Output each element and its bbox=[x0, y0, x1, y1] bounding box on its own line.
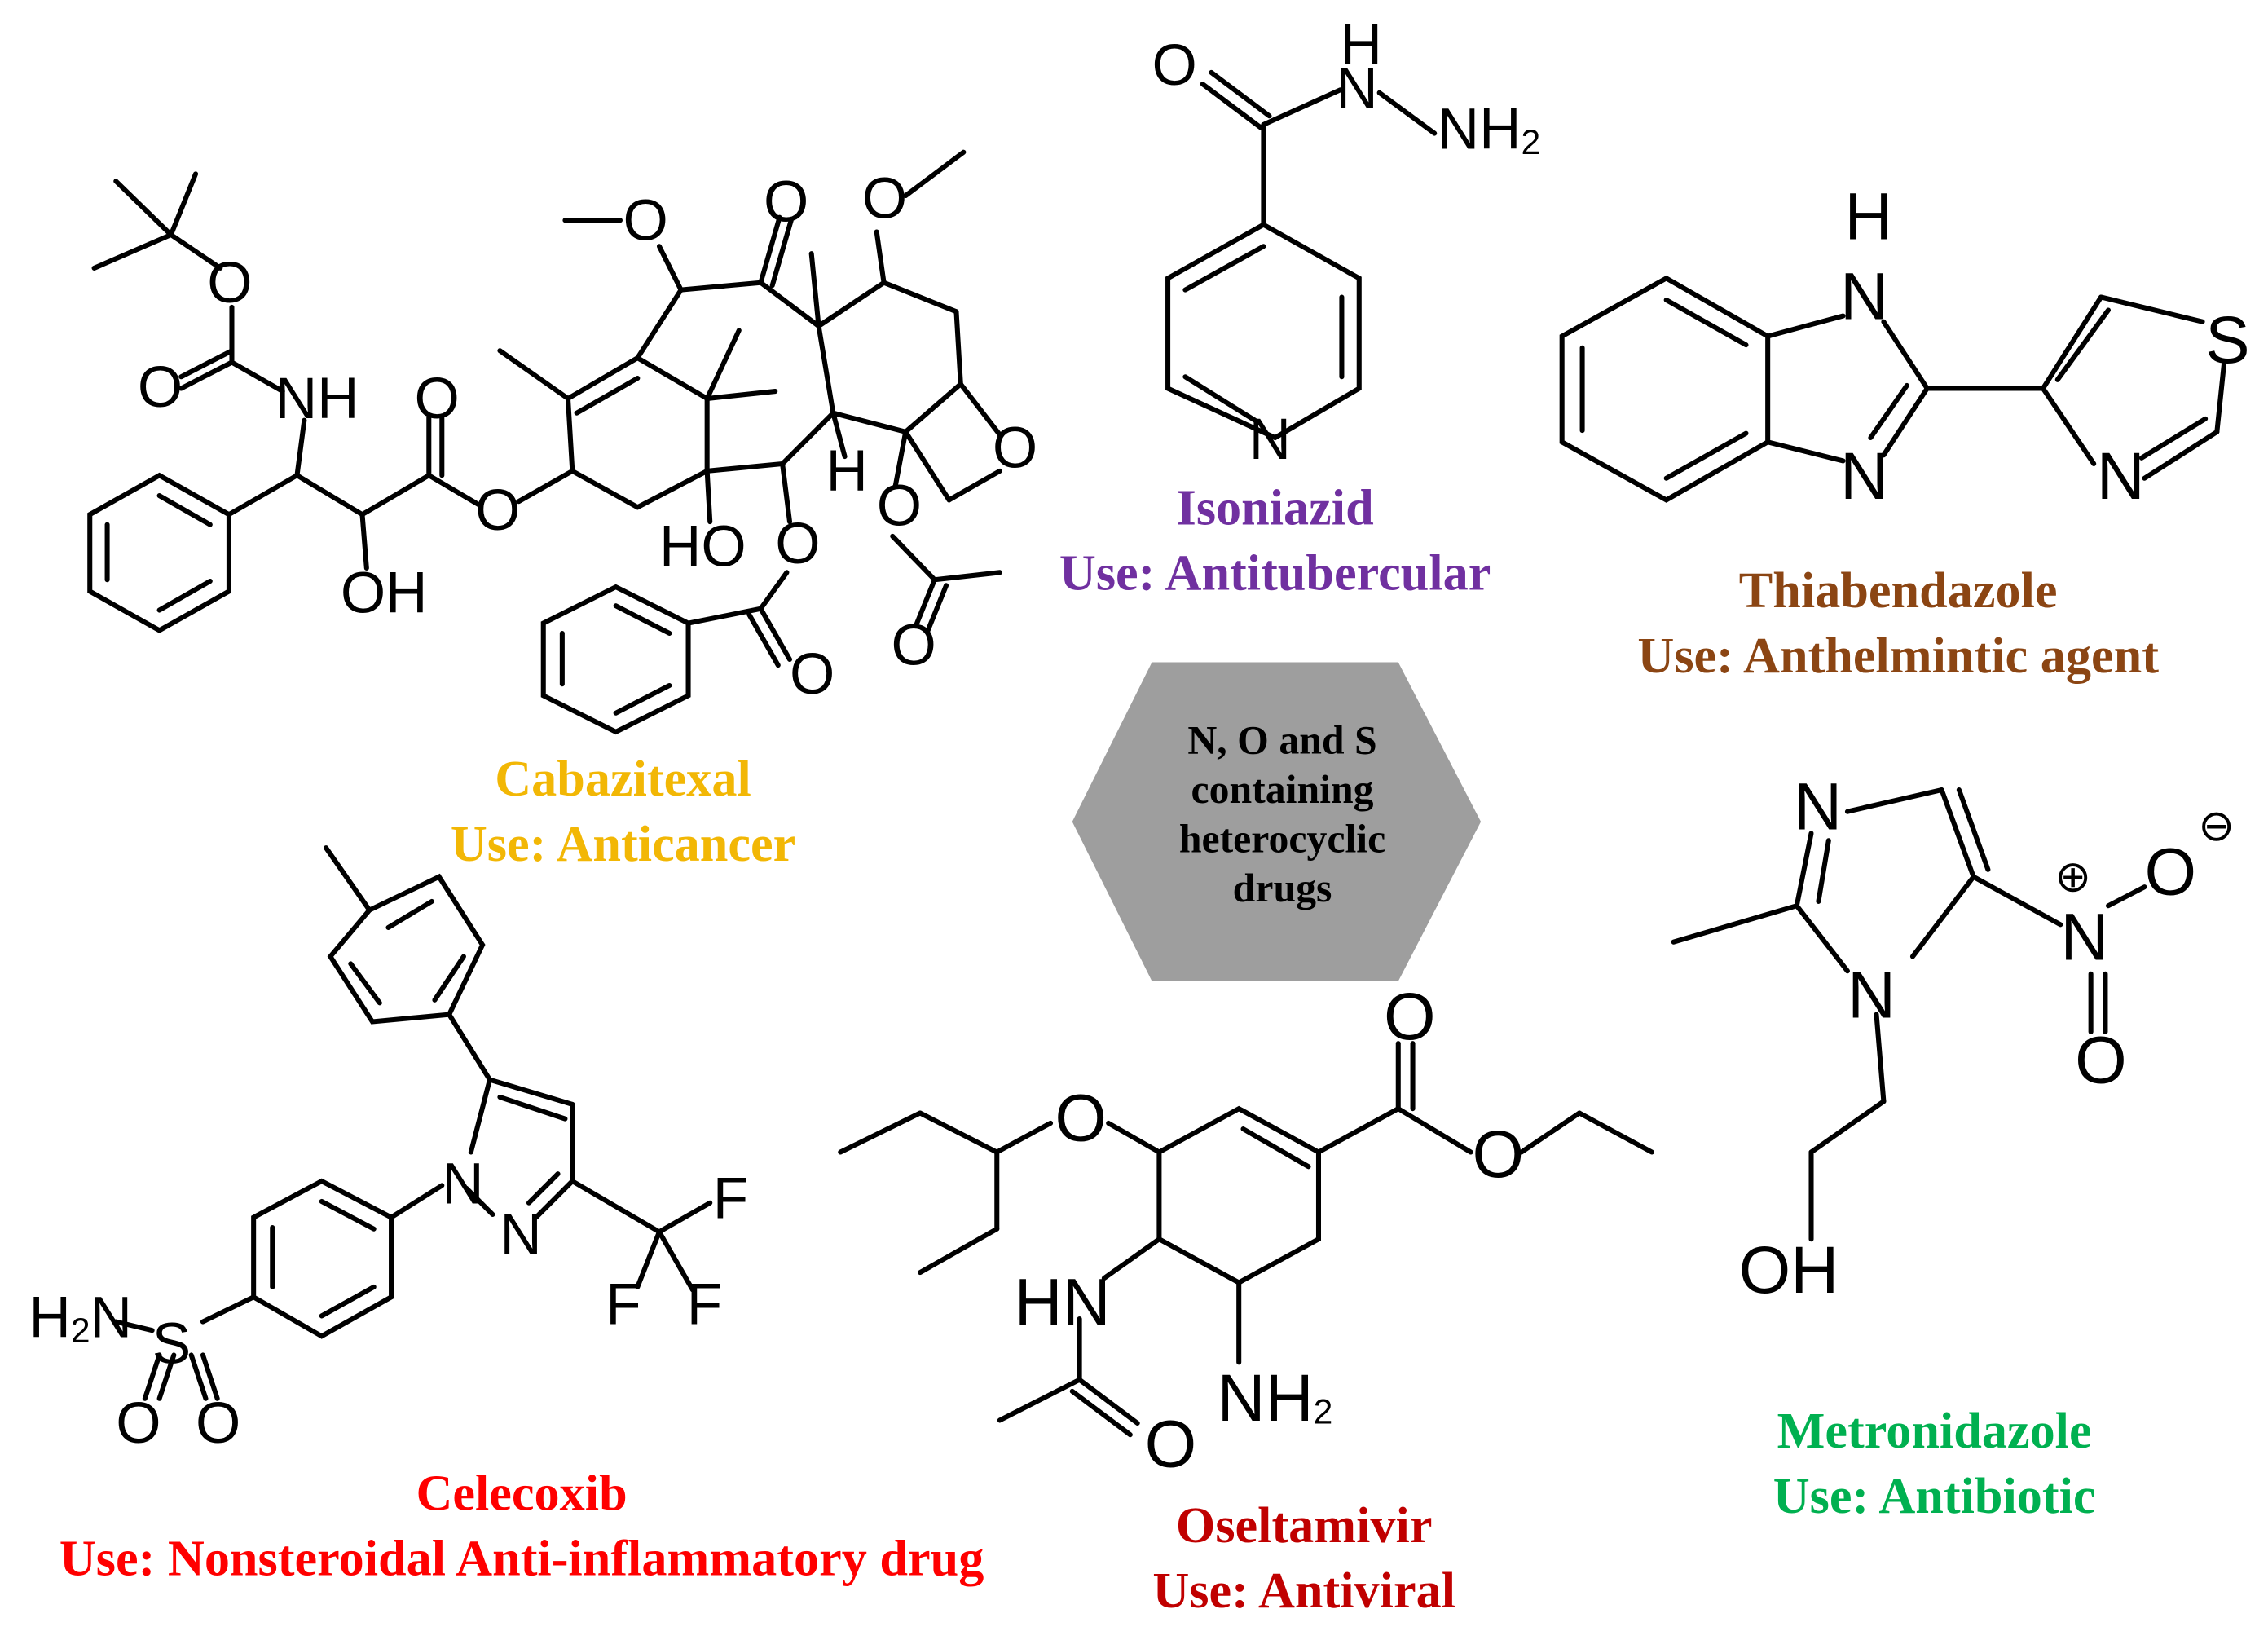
isoniazid-use: Use: Antitubercular bbox=[1059, 544, 1491, 602]
celecoxib-f2: F bbox=[606, 1272, 641, 1337]
center-hexagon bbox=[1072, 662, 1482, 981]
center-line-3: heterocyclic bbox=[1178, 817, 1386, 862]
metronidazole-oh: OH bbox=[1739, 1233, 1839, 1307]
celecoxib-f3: F bbox=[687, 1272, 722, 1337]
metronidazole-name: Metronidazole bbox=[1777, 1403, 2092, 1460]
celecoxib-n1: N bbox=[442, 1153, 483, 1217]
isoniazid-structure: O H N NH2 N bbox=[1152, 13, 1541, 472]
thiabendazole-h: H bbox=[1844, 180, 1892, 254]
cabazitaxel-nh: NH bbox=[275, 367, 359, 431]
thiabendazole-label: Thiabendazole Use: Anthelmintic agent bbox=[1565, 558, 2231, 689]
cabazitaxel-oh: OH bbox=[341, 561, 428, 625]
metronidazole-n1: N bbox=[1847, 958, 1896, 1032]
cabazitaxel-ome1-o: O bbox=[623, 188, 668, 253]
cabazitaxel-name: Cabazitexal bbox=[495, 751, 751, 808]
cabazitaxel-benzoate-co: O bbox=[790, 642, 835, 707]
oseltamivir-nh2: NH2 bbox=[1218, 1361, 1333, 1435]
isoniazid-nh2: NH2 bbox=[1438, 97, 1540, 162]
center-line-4: drugs bbox=[1232, 866, 1332, 912]
celecoxib-structure: N N F F F S H2N O O bbox=[29, 845, 748, 1456]
isoniazid-h: H bbox=[1341, 13, 1382, 77]
isoniazid-label: Isoniazid Use: Antitubercular bbox=[985, 475, 1565, 606]
cabazitaxel-acetate-o: O bbox=[877, 474, 922, 539]
cabazitaxel-ester-o1: O bbox=[415, 367, 460, 431]
celecoxib-s: S bbox=[152, 1311, 191, 1376]
cabazitaxel-structure: O O NH OH O O O O O HO H O O O O O bbox=[87, 149, 1037, 735]
celecoxib-so-o2: O bbox=[196, 1391, 240, 1456]
oseltamivir-hn: HN bbox=[1015, 1265, 1111, 1339]
cabazitaxel-oxetane-o: O bbox=[993, 417, 1037, 481]
metronidazole-n3: N bbox=[1794, 769, 1842, 844]
celecoxib-use: Use: Nonsteroidal Anti-inflammatory drug bbox=[59, 1530, 984, 1587]
celecoxib-n2: N bbox=[500, 1203, 541, 1267]
oseltamivir-label: Oseltamivir Use: Antiviral bbox=[1043, 1492, 1565, 1623]
cabazitaxel-benzoate-o: O bbox=[775, 512, 820, 576]
metronidazole-nitro-o2: O bbox=[2075, 1023, 2127, 1097]
oseltamivir-amide-o: O bbox=[1145, 1408, 1197, 1482]
celecoxib-so-o1: O bbox=[116, 1391, 161, 1456]
cabazitaxel-acetate-co: O bbox=[891, 613, 936, 677]
cabazitaxel-label: Cabazitexal Use: Anticancer bbox=[333, 747, 913, 877]
metronidazole-nitro-o1: O bbox=[2144, 835, 2196, 909]
thiabendazole-name: Thiabendazole bbox=[1738, 562, 2058, 619]
celecoxib-f1: F bbox=[713, 1167, 748, 1232]
thiabendazole-n1: N bbox=[1840, 259, 1888, 333]
metronidazole-structure: N N N ⊕ O ⊖ O OH bbox=[1671, 769, 2235, 1307]
metronidazole-minus-charge: ⊖ bbox=[2198, 802, 2235, 850]
oseltamivir-name: Oseltamivir bbox=[1175, 1497, 1433, 1554]
cabazitaxel-ester-o2: O bbox=[475, 478, 520, 543]
isoniazid-carbonyl-o: O bbox=[1152, 33, 1197, 98]
center-line-2: containing bbox=[1191, 768, 1374, 813]
isoniazid-name: Isoniazid bbox=[1176, 479, 1374, 536]
metronidazole-nitro-n: N bbox=[2060, 900, 2108, 974]
metronidazole-label: Metronidazole Use: Antibiotic bbox=[1645, 1399, 2224, 1529]
thiabendazole-s: S bbox=[2205, 303, 2250, 377]
thiabendazole-thiazole-n: N bbox=[2097, 439, 2145, 514]
celecoxib-label: Celecoxib Use: Nonsteroidal Anti-inflamm… bbox=[0, 1461, 1043, 1591]
isoniazid-ring-n: N bbox=[1249, 408, 1291, 472]
oseltamivir-structure: O O O HN O NH2 bbox=[838, 980, 1654, 1482]
metronidazole-plus-charge: ⊕ bbox=[2054, 853, 2091, 901]
thiabendazole-structure: H N N N S bbox=[1559, 180, 2250, 514]
cabazitaxel-boc-o1: O bbox=[138, 355, 183, 420]
isoniazid-n: N bbox=[1336, 57, 1377, 121]
metronidazole-use: Use: Antibiotic bbox=[1773, 1468, 2096, 1525]
thiabendazole-n3: N bbox=[1840, 439, 1888, 514]
cabazitaxel-ho: HO bbox=[659, 514, 746, 579]
cabazitaxel-ketone-o: O bbox=[764, 170, 808, 234]
cabazitaxel-boc-o2: O bbox=[207, 251, 252, 315]
cabazitaxel-h: H bbox=[826, 439, 867, 504]
cabazitaxel-use: Use: Anticancer bbox=[450, 816, 796, 873]
oseltamivir-ether-o: O bbox=[1055, 1082, 1107, 1156]
oseltamivir-ester-o: O bbox=[1472, 1117, 1524, 1192]
thiabendazole-use: Use: Anthelmintic agent bbox=[1637, 627, 2159, 685]
celecoxib-name: Celecoxib bbox=[416, 1465, 628, 1522]
celecoxib-h2n: H2N bbox=[29, 1285, 132, 1351]
center-title: N, O and S containing heterocyclic drugs bbox=[1138, 717, 1428, 915]
oseltamivir-carbonyl-o: O bbox=[1384, 980, 1436, 1054]
cabazitaxel-ome2-o: O bbox=[862, 167, 907, 231]
center-line-1: N, O and S bbox=[1187, 718, 1377, 765]
oseltamivir-use: Use: Antiviral bbox=[1152, 1562, 1456, 1620]
